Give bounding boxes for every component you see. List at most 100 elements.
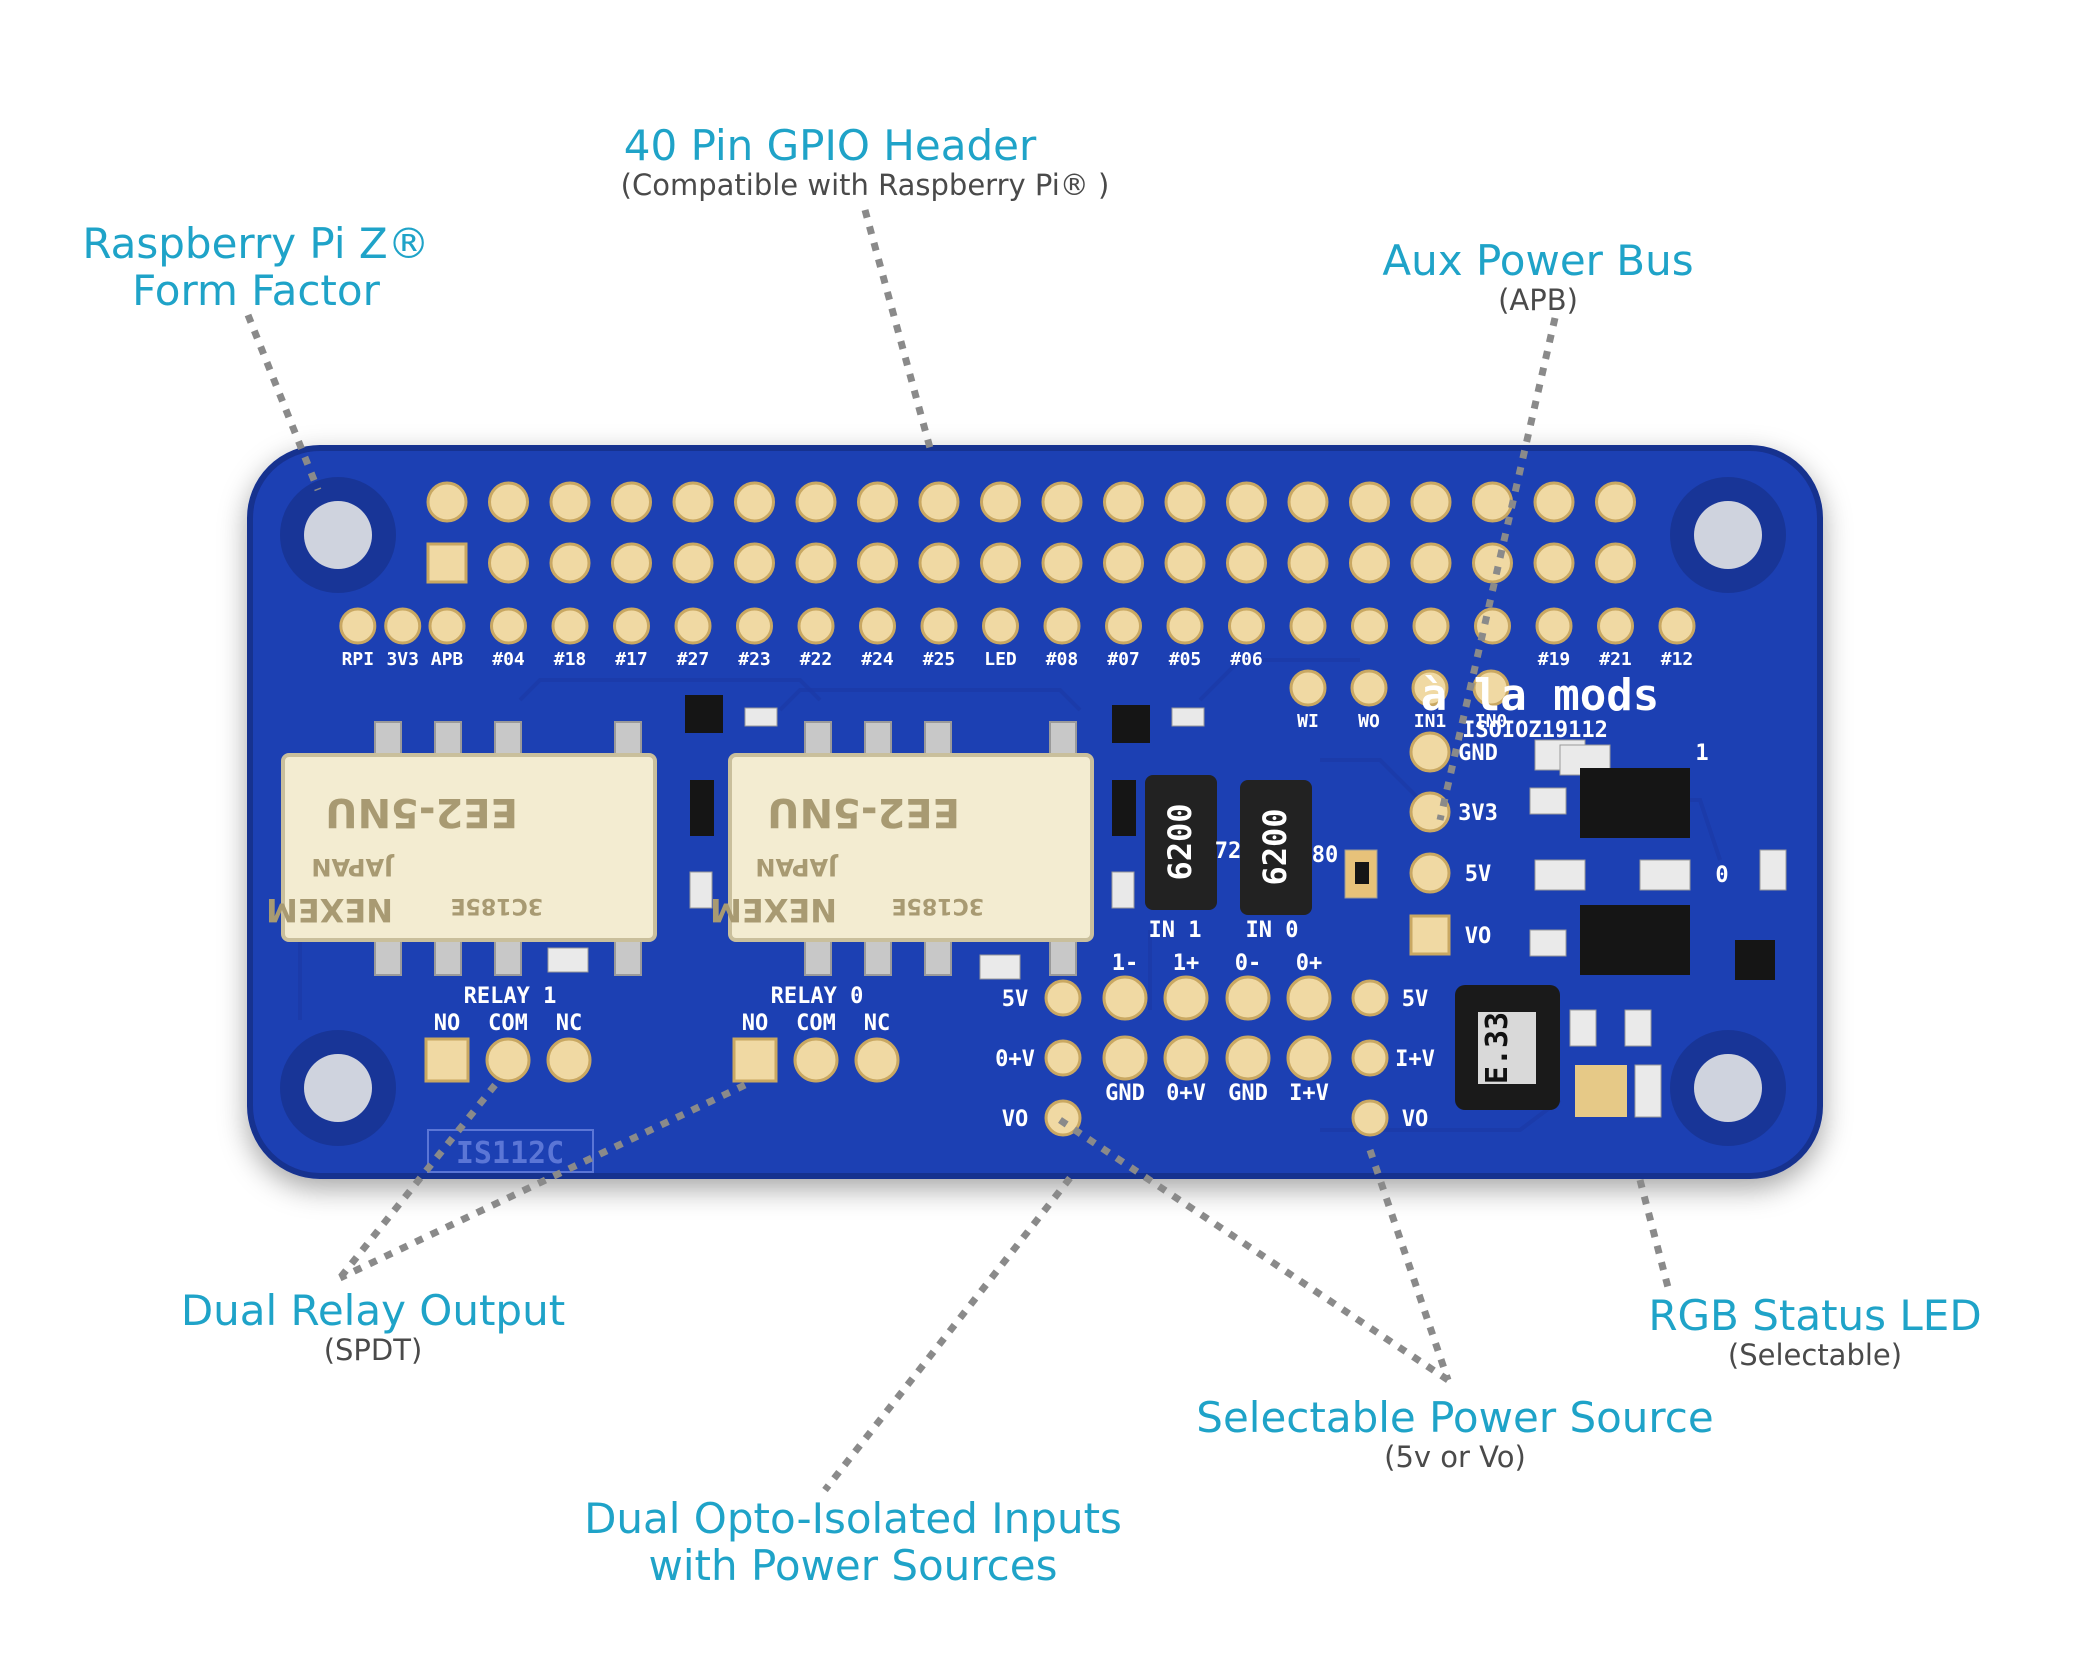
gpio-pin-label: #25: [923, 649, 956, 670]
input-label-top: 0+: [1296, 951, 1323, 976]
gpio-pin: [672, 481, 714, 523]
power-pad: [1044, 979, 1082, 1017]
left-power-pads: [1044, 979, 1082, 1137]
leader-form-factor: [244, 313, 322, 492]
power-pad: [1044, 1039, 1082, 1077]
gpio-pin: [426, 542, 468, 584]
input-pad: [1225, 975, 1271, 1021]
gpio-pin-label: #18: [554, 649, 587, 670]
input-pad: [1286, 1035, 1332, 1081]
callout-relay-subtitle: (SPDT): [324, 1333, 423, 1367]
callout-relay-title: Dual Relay Output: [181, 1286, 565, 1335]
input-pad: [1102, 1035, 1148, 1081]
left-power-labels: 5V0+VVO: [995, 987, 1035, 1132]
gpio-pin: [1226, 542, 1267, 584]
svg-text:IN 0: IN 0: [1246, 918, 1299, 943]
gpio-pin: [488, 481, 529, 523]
gpio-pin: [918, 481, 960, 523]
aux-pad-label: IN1: [1414, 711, 1447, 732]
svg-text:1: 1: [1695, 741, 1708, 766]
power-pad: [1351, 1099, 1389, 1137]
apb-pad: [1409, 731, 1451, 773]
input-label-bottom: 0+V: [1166, 1081, 1206, 1106]
right-power-pads: [1351, 979, 1389, 1137]
gpio-pin: [1041, 481, 1083, 523]
callout-gpio: 40 Pin GPIO Header (Compatible with Rasp…: [621, 121, 1110, 202]
power-pad: [1351, 979, 1389, 1017]
leader-aux-power: [1436, 317, 1559, 821]
callout-power-source-title: Selectable Power Source: [1196, 1393, 1713, 1442]
gpio-pin: [857, 542, 898, 584]
aux-pad: [1472, 669, 1510, 707]
gpio-pin-label: 3V3: [386, 649, 419, 670]
gpio-pin: [734, 542, 775, 584]
gpio-pin: [1412, 607, 1450, 645]
power-pad: [1351, 1039, 1389, 1077]
gpio-pin: [384, 607, 422, 645]
input-pad: [1286, 975, 1332, 1021]
power-pad-label: 0+V: [995, 1047, 1035, 1072]
input-label-bottom: I+V: [1289, 1081, 1329, 1106]
gpio-pin: [1103, 542, 1144, 584]
callout-form-factor-line1: Raspberry Pi Z®: [82, 219, 429, 268]
gpio-pin: [734, 481, 775, 523]
gpio-pin: [1287, 481, 1329, 523]
gpio-pin: [1595, 481, 1636, 523]
callout-form-factor: Raspberry Pi Z® Form Factor: [82, 219, 429, 315]
apb-pad: [1409, 914, 1451, 956]
gpio-pin-label: #06: [1230, 649, 1263, 670]
input-label-top: 1+: [1173, 951, 1200, 976]
gpio-pin: [982, 607, 1019, 645]
relay-1: NEXEM 3C185E JAPAN EE2-5NU: [266, 721, 657, 976]
gpio-pin: [549, 542, 591, 584]
svg-text:6200: 6200: [1161, 803, 1199, 880]
svg-text:EE2-5NU: EE2-5NU: [767, 789, 960, 835]
apb-pad: [1409, 791, 1451, 833]
svg-text:3C185E: 3C185E: [892, 893, 984, 918]
relay-pin-label: COM: [488, 1011, 528, 1036]
gpio-pin: [1228, 607, 1265, 645]
gpio-pin: [1533, 481, 1575, 523]
gpio-pin: [859, 607, 896, 645]
gpio-pin: [795, 542, 837, 584]
callout-opto: Dual Opto-Isolated Inputs with Power Sou…: [584, 1494, 1122, 1590]
gpio-pin-label: #04: [492, 649, 525, 670]
gpio-pin: [1597, 607, 1634, 645]
apb-pad-label: VO: [1465, 924, 1492, 949]
gpio-pin: [1166, 607, 1204, 645]
relay-pin-label: NC: [864, 1011, 891, 1036]
callout-relay: Dual Relay Output (SPDT): [181, 1286, 565, 1367]
right-power-labels: 5VI+VVO: [1395, 987, 1435, 1132]
aux-pad-label: WO: [1358, 711, 1380, 732]
leader-lines: [244, 209, 1674, 1493]
gpio-pin: [1410, 481, 1452, 523]
svg-text:NEXEM: NEXEM: [266, 891, 393, 929]
resistors: 6200 6200 72 80 IN 1 IN 0: [1145, 775, 1338, 943]
gpio-pin: [736, 607, 773, 645]
svg-text:IN 1: IN 1: [1149, 918, 1202, 943]
apb-pad-label: GND: [1458, 741, 1498, 766]
power-pad-label: VO: [1402, 1107, 1429, 1132]
gpio-pin: [980, 542, 1021, 584]
relay-pad: [424, 1037, 470, 1083]
gpio-pin-label: #23: [738, 649, 771, 670]
callout-rgb-led: RGB Status LED (Selectable): [1648, 1291, 1981, 1372]
gpio-pin: [1349, 481, 1390, 523]
relay-pad: [485, 1037, 531, 1083]
callout-form-factor-line2: Form Factor: [132, 266, 380, 315]
apb-pad-label: 3V3: [1458, 801, 1498, 826]
gpio-pin: [1472, 542, 1513, 584]
gpio-pin: [611, 481, 652, 523]
gpio-pin: [1472, 481, 1513, 523]
gpio-pin-label: #12: [1661, 649, 1694, 670]
callout-opto-line1: Dual Opto-Isolated Inputs: [584, 1494, 1122, 1543]
input-label-top: 0-: [1235, 951, 1262, 976]
gpio-pin-label: #24: [861, 649, 894, 670]
gpio-pin: [795, 481, 837, 523]
gpio-pin-label: #17: [615, 649, 648, 670]
